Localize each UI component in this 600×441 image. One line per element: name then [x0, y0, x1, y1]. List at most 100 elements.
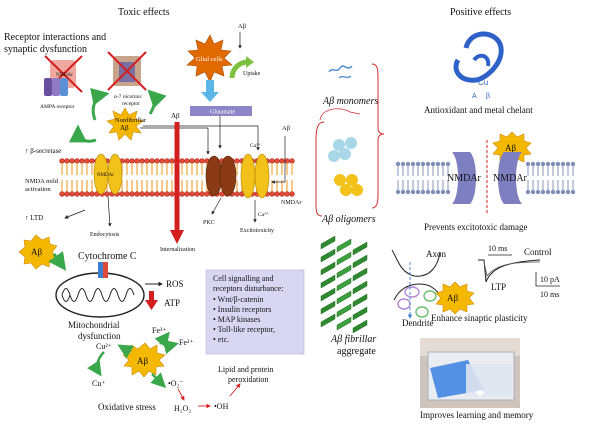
lipid-head — [570, 161, 576, 167]
fibril-strand — [320, 313, 336, 328]
lipid-head — [64, 191, 70, 197]
lipid-head — [134, 191, 140, 197]
lipid-head — [139, 191, 145, 197]
a-letter: A — [472, 93, 477, 100]
positive-brace — [371, 63, 385, 209]
nonfibrillar-label-2: Aβ — [120, 124, 129, 132]
ca-top-label: Ca²⁺ — [250, 143, 261, 149]
lipid-head — [74, 158, 80, 164]
lipid-head — [284, 191, 290, 197]
scale-bar — [535, 272, 560, 287]
nmdar-left-subunit — [452, 152, 476, 204]
lipid-head — [169, 158, 175, 164]
nmdar-receptor-left-icon — [93, 153, 123, 195]
uptake-arrowhead — [246, 56, 254, 68]
nmda-mild-label-2: activation — [25, 186, 51, 193]
improves-label: Improves learning and memory — [420, 410, 534, 420]
green-arrow-to-secretase — [69, 124, 97, 143]
lipid-head — [199, 158, 205, 164]
ab-right-label: Aβ — [282, 125, 291, 132]
lipid-head — [525, 189, 531, 195]
cu1-label: Cu⁺ — [92, 379, 106, 388]
green-arrow-to-ampa — [90, 88, 110, 121]
lipid-head — [530, 189, 536, 195]
pkc-arrow — [211, 197, 222, 215]
oh-to-lipid-arrow — [229, 383, 241, 397]
lipid-head — [89, 158, 95, 164]
lipid-head — [395, 189, 401, 195]
alpha7-receptor-crossed-icon — [107, 51, 147, 91]
lipid-head — [179, 191, 185, 197]
lipid-head — [525, 161, 531, 167]
lipid-head — [164, 158, 170, 164]
ltd-arrow — [64, 209, 86, 219]
cell-signalling-item: • etc. — [213, 335, 229, 344]
lipid-head — [69, 191, 75, 197]
lipid-head — [555, 161, 561, 167]
pkc-label: PKC — [203, 220, 215, 226]
nonfibrillar-label-1: Nonfibrillar — [115, 117, 147, 124]
ltp-label: LTP — [491, 282, 506, 292]
connector-to-receptors — [143, 125, 260, 151]
lipid-head — [149, 191, 155, 197]
antioxidant-label: Antioxidant and metal chelant — [424, 105, 533, 115]
ab-glial-label: Aβ — [238, 23, 247, 30]
lipid-head — [425, 189, 431, 195]
lipid-head — [400, 189, 406, 195]
cell-signalling-list: • Wnt/β-catenin• Insulin receptors• MAP … — [213, 295, 275, 344]
atp-arrow-head — [145, 300, 158, 310]
fibril-strand — [320, 248, 336, 263]
oh-radical-label: •OH — [214, 402, 229, 411]
lipid-head — [545, 161, 551, 167]
lipid-head — [79, 158, 85, 164]
synapse-icon — [391, 249, 445, 318]
lipid-head — [415, 161, 421, 167]
lipid-head — [410, 161, 416, 167]
fibril-strand — [336, 277, 352, 292]
lipid-head — [124, 191, 130, 197]
control-label: Control — [524, 247, 552, 257]
lipid-head — [420, 189, 426, 195]
fibril-strand — [320, 235, 336, 250]
ab-monomer-icon — [328, 65, 353, 73]
water-maze-photo — [420, 338, 520, 408]
lipid-head — [269, 158, 275, 164]
lipid-head — [139, 158, 145, 164]
ab-oxidative-label: Aβ — [137, 356, 148, 366]
glutamate-box — [190, 106, 252, 116]
mito-label-2: dysfunction — [78, 331, 121, 341]
lipid-head — [430, 161, 436, 167]
receptor-section-title-1: Receptor interactions and — [4, 32, 106, 43]
cell-signalling-item: • Wnt/β-catenin — [213, 295, 263, 304]
pkc-receptor-icon — [205, 155, 237, 197]
ab-synapse-star-icon — [435, 281, 475, 315]
lipid-head — [89, 191, 95, 197]
fibril-strand — [352, 267, 368, 282]
fibril-strand — [352, 293, 368, 308]
nmdar-positive-left-label: NMDAr — [447, 173, 482, 184]
endocytosis-label: Endocytosis — [90, 232, 120, 238]
fibril-strand — [352, 280, 368, 295]
lipid-head — [274, 191, 280, 197]
connector-to-glial — [140, 127, 210, 155]
lipid-head — [84, 191, 90, 197]
cell-signalling-item: • Toll-like receptor, — [213, 325, 275, 334]
lipid-head — [405, 189, 411, 195]
lipid-head — [234, 191, 240, 197]
nmdar-membrane-label: NMDAr — [97, 173, 114, 178]
fibril-strand — [320, 274, 336, 289]
lipid-label-2: peroxidation — [228, 375, 268, 384]
ab-to-mito-arrow — [48, 251, 67, 271]
uptake-label: Uptake — [243, 71, 261, 77]
o2-radical-label: •O₂⁻ — [168, 379, 184, 388]
ab-fibril-icon — [320, 235, 368, 334]
lipid-head — [199, 191, 205, 197]
lipid-head — [144, 191, 150, 197]
ab-oligomers-label: Aβ oligomers — [321, 214, 376, 225]
fibril-strand — [336, 238, 352, 253]
oligomer-brace-left — [315, 121, 325, 217]
fibril-strand — [320, 261, 336, 276]
alpha7-label-1: α-7 nicotinic — [114, 94, 143, 100]
green-arrow-to-alpha7 — [147, 89, 167, 115]
lipid-head — [565, 189, 571, 195]
